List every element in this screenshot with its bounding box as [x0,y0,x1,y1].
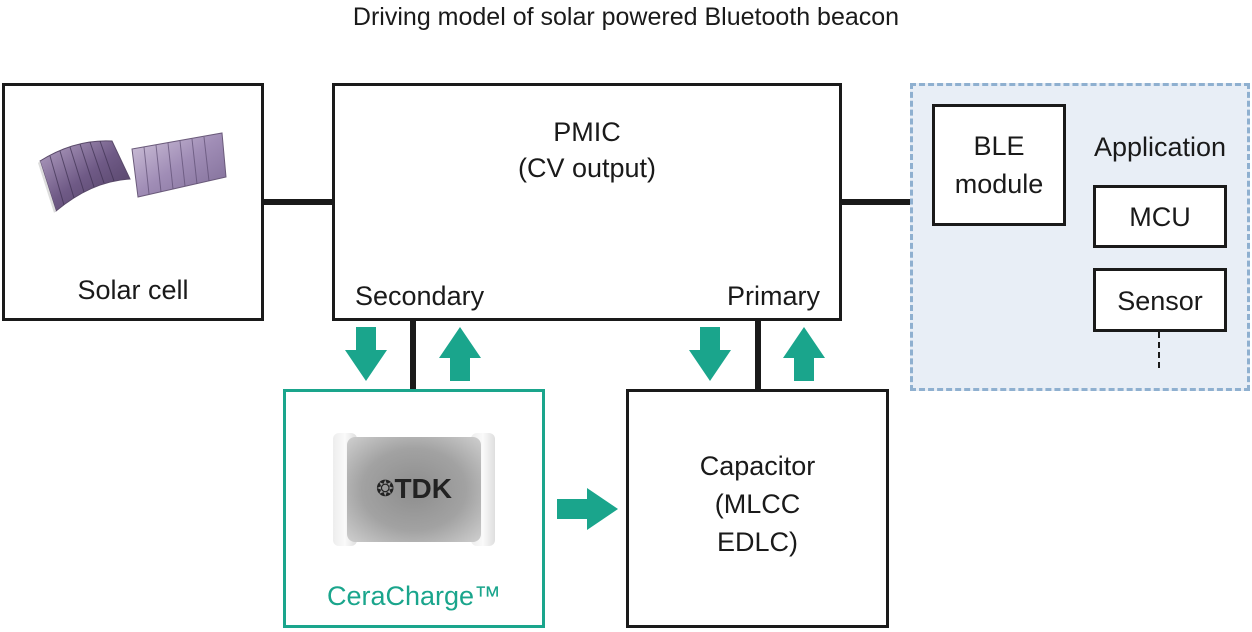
capacitor-box [626,389,889,628]
solar-panel-icon [38,132,227,213]
ble-module-box [932,104,1066,226]
ble-label-line2: module [954,169,1044,199]
pmic-ceracharge-connector [410,319,416,390]
ceracharge-chip: ❂TDK [333,433,495,546]
ble-label-line1: BLE [973,131,1025,161]
pmic-application-connector [840,199,912,205]
tdk-logo-icon: ❂ [376,476,395,501]
pmic-secondary-label: Secondary [355,281,485,311]
secondary-discharge-arrow-up [439,327,481,381]
pmic-title: PMIC [553,117,621,147]
capacitor-label-line2: (MLCC [714,489,801,519]
pmic-capacitor-connector [755,319,761,390]
application-label: Application [1093,132,1227,162]
primary-charge-arrow-down [689,327,731,381]
sensor-label: Sensor [1117,286,1203,316]
solar-pmic-connector [262,199,334,205]
solar-cell-box [2,83,264,321]
diagram-title: Driving model of solar powered Bluetooth… [352,3,900,31]
pmic-subtitle: (CV output) [517,153,657,183]
capacitor-label-line1: Capacitor [699,451,816,481]
primary-discharge-arrow-up [783,327,825,381]
sensor-box [1093,268,1227,332]
capacitor-label-line3: EDLC) [716,527,798,557]
chip-brand-text: TDK [394,473,452,504]
ceracharge-label: CeraCharge™ [326,581,502,611]
pmic-primary-label: Primary [727,281,820,311]
pmic-box [332,83,842,321]
mcu-box [1093,185,1227,248]
secondary-charge-arrow-down [345,327,387,381]
mcu-label: MCU [1129,202,1191,232]
sensor-dashed-connector [1158,332,1160,368]
solar-cell-label: Solar cell [77,275,189,305]
ceracharge-to-capacitor-arrow [557,488,618,530]
